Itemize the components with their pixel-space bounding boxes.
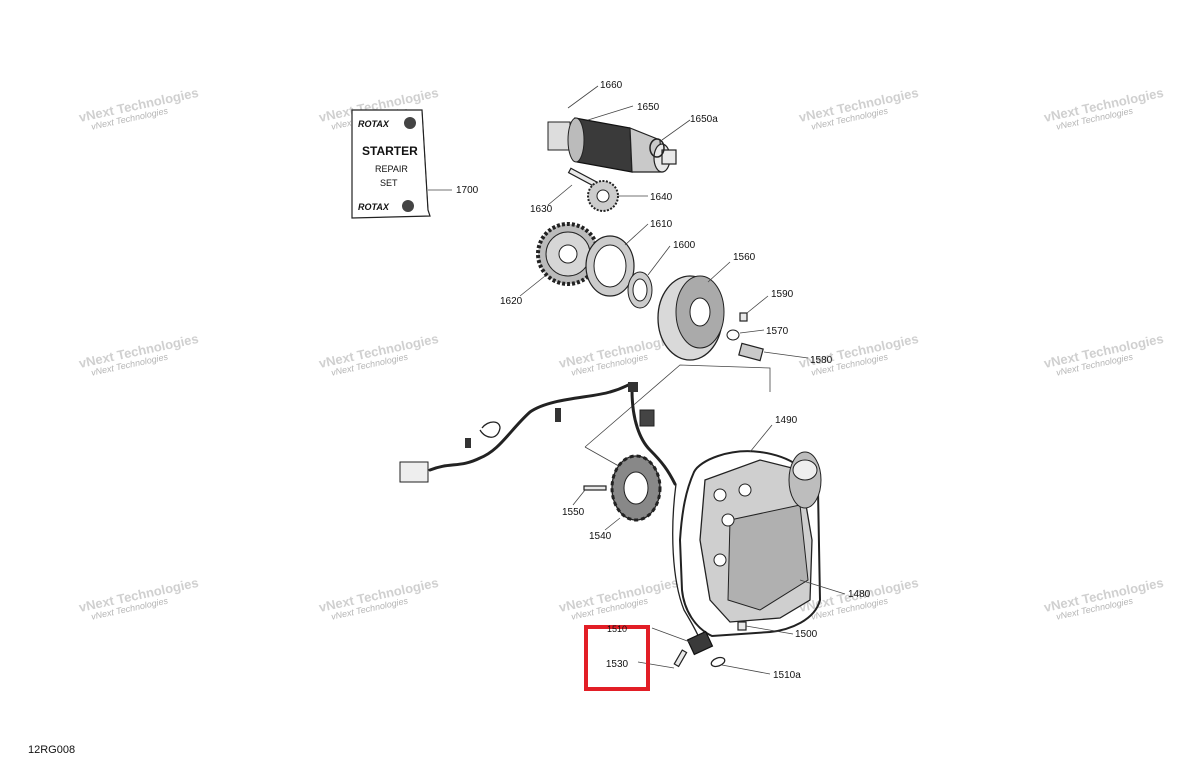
callout-1700[interactable]: 1700 (456, 185, 479, 196)
callout-1650a[interactable]: 1650a (690, 114, 718, 125)
part-1640-idler-gear[interactable] (587, 180, 619, 212)
part-1560-rotor-flywheel[interactable] (657, 275, 725, 361)
part-1570-washer[interactable] (726, 329, 740, 341)
part-1600-bearing[interactable] (627, 271, 653, 309)
callout-1540[interactable]: 1540 (589, 531, 612, 542)
callout-1500[interactable]: 1500 (795, 629, 818, 640)
part-1580-sleeve[interactable] (738, 342, 764, 362)
callout-1490[interactable]: 1490 (775, 415, 798, 426)
booklet-title: STARTER (362, 144, 418, 158)
part-1590-bolt[interactable] (739, 312, 748, 322)
callout-1580[interactable]: 1580 (810, 355, 833, 366)
callout-1640[interactable]: 1640 (650, 192, 673, 203)
booklet-brand-bottom: ROTAX (358, 202, 390, 212)
part-1480-magneto-cover[interactable] (699, 451, 822, 623)
part-1510a-o-ring[interactable] (710, 656, 726, 668)
callout-1600[interactable]: 1600 (673, 240, 696, 251)
callout-1590[interactable]: 1590 (771, 289, 794, 300)
part-1700-repair-set-booklet[interactable]: ROTAX STARTER REPAIR SET ROTAX (351, 109, 431, 219)
part-wiring-harness[interactable] (399, 382, 677, 486)
callout-1480[interactable]: 1480 (848, 589, 871, 600)
callout-1560[interactable]: 1560 (733, 252, 756, 263)
callout-1550[interactable]: 1550 (562, 507, 585, 518)
callout-1510[interactable]: 1510 (606, 624, 628, 634)
callout-1510a[interactable]: 1510a (773, 670, 801, 681)
diagram-code: 12RG008 (28, 744, 76, 756)
part-1610-sprag-ring[interactable] (585, 235, 635, 297)
booklet-brand-top: ROTAX (358, 119, 390, 129)
callout-1610[interactable]: 1610 (650, 219, 673, 230)
part-1550-screw[interactable] (583, 485, 607, 491)
highlighted-callout-box[interactable]: 1510 1530 (584, 624, 650, 691)
callout-1530[interactable]: 1530 (605, 659, 629, 670)
part-1510-sensor[interactable] (672, 483, 714, 656)
part-1650a-o-ring[interactable] (649, 138, 665, 158)
callout-1630[interactable]: 1630 (530, 204, 553, 215)
callout-labels: 1660 1650 1650a 1700 1640 1630 1610 1600… (456, 80, 871, 681)
part-1490-gasket[interactable] (678, 450, 822, 638)
callout-1620[interactable]: 1620 (500, 296, 523, 307)
brand-logo-icon (404, 117, 416, 129)
part-1540-stator[interactable] (610, 454, 662, 522)
part-1620-starter-gear[interactable] (536, 222, 600, 286)
callout-1570[interactable]: 1570 (766, 326, 789, 337)
part-1530-screw[interactable] (673, 649, 688, 668)
part-1500-screw[interactable] (737, 621, 747, 631)
callout-1650[interactable]: 1650 (637, 102, 660, 113)
brand-logo-icon (402, 200, 414, 212)
booklet-subtitle-2: SET (380, 178, 398, 188)
part-1650-starter-motor[interactable] (547, 117, 677, 173)
callout-1660[interactable]: 1660 (600, 80, 623, 91)
booklet-subtitle-1: REPAIR (375, 164, 408, 174)
